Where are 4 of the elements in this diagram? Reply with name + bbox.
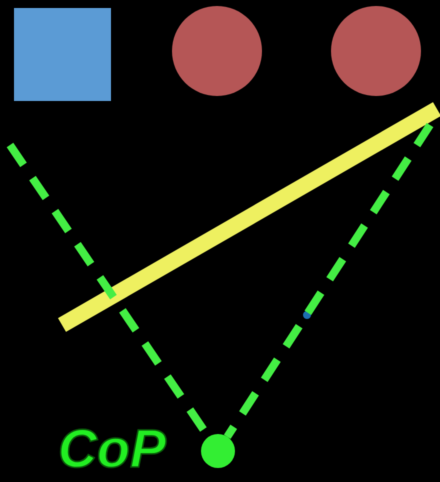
square-shape — [14, 8, 111, 101]
point-marker — [201, 434, 235, 468]
dashed-line — [224, 122, 434, 439]
point-label: CoP — [58, 422, 166, 476]
